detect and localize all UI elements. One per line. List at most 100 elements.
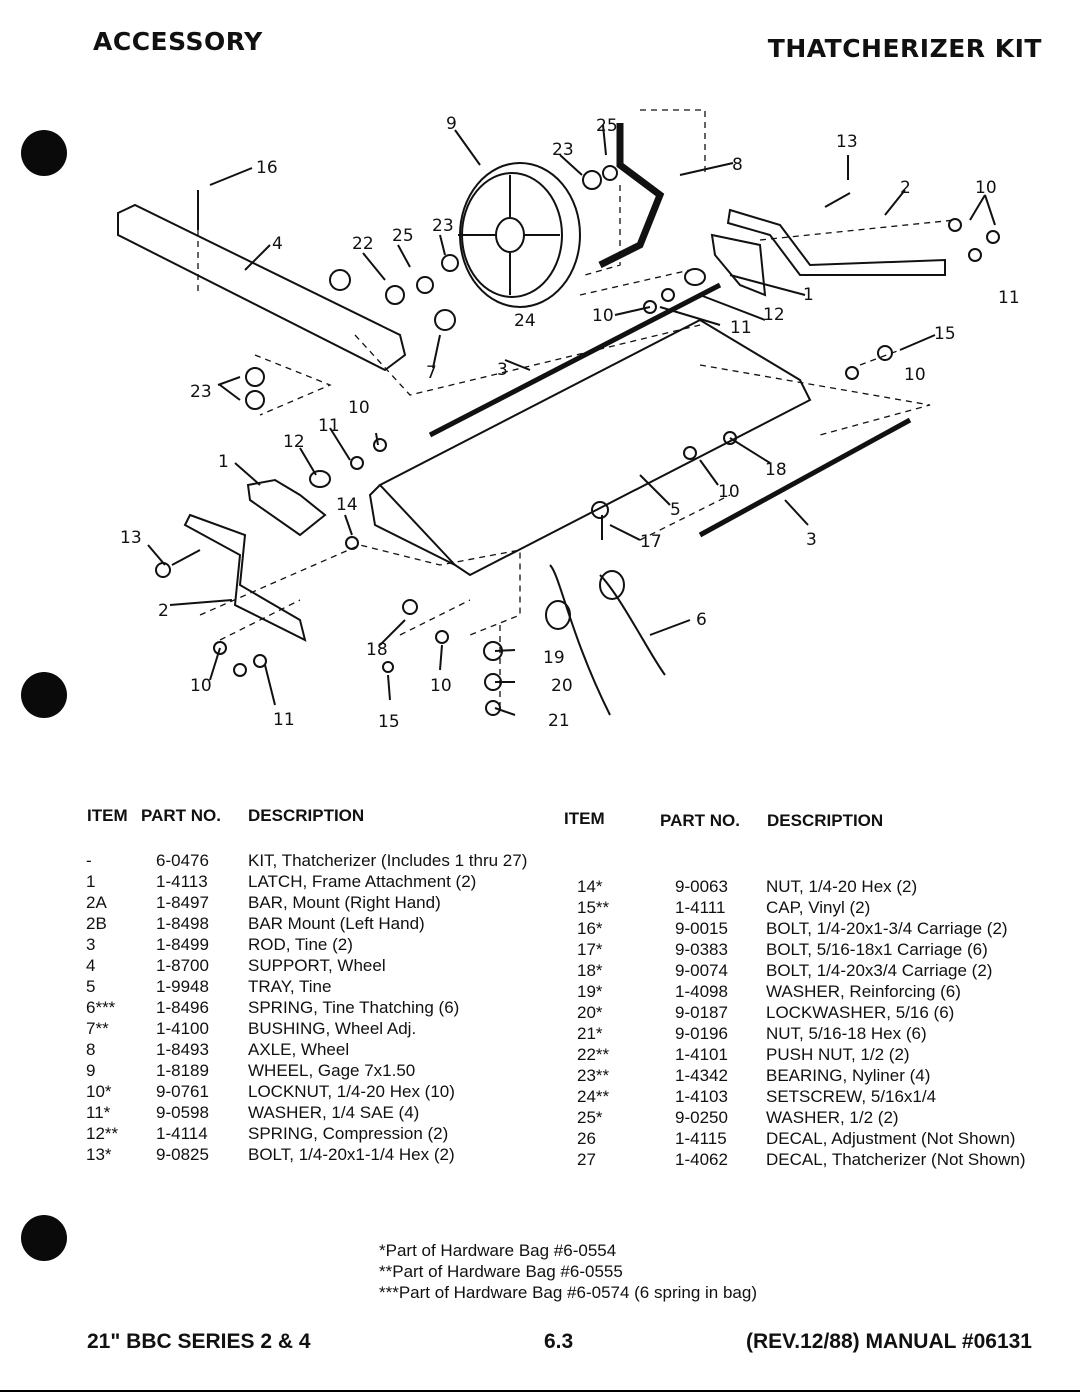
header-right-title: THATCHERIZER KIT [767,34,1042,63]
table-cell: 26 [577,1129,596,1148]
callout-label: 1 [218,452,229,472]
table-cell: 1-4098 [675,982,728,1001]
table-cell: BOLT, 1/4-20x1-3/4 Carriage (2) [766,919,1008,938]
table-header-part-no: PART NO. [141,806,221,825]
table-cell: AXLE, Wheel [248,1040,350,1059]
table-cell: 20* [577,1003,603,1022]
table-header-part-no-right: PART NO. [660,811,740,830]
table-cell: CAP, Vinyl (2) [766,898,871,917]
table-cell: 1-4115 [675,1129,727,1148]
table-cell: 1-4342 [675,1066,728,1085]
latch-left [246,478,327,537]
table-cell: 25* [577,1108,603,1127]
callout-label: 10 [904,365,926,385]
table-cell: 7** [86,1019,109,1038]
table-cell: SPRING, Tine Thatching (6) [248,998,460,1017]
table-cell: ROD, Tine (2) [248,935,353,954]
callout-label: 2 [158,601,169,621]
table-cell: WASHER, Reinforcing (6) [766,982,961,1001]
table-cell: 11* [86,1103,111,1122]
table-cell: 21* [577,1024,603,1043]
table-cell: 1-4062 [675,1150,728,1169]
callout-label: 21 [548,711,570,731]
tine-rod-left [428,282,722,438]
table-cell: 1-4114 [156,1124,208,1143]
callout-label: 15 [378,712,400,732]
table-cell: 1-4100 [156,1019,209,1038]
table-cell: 1-4103 [675,1087,728,1106]
axle-part [598,123,665,269]
table-cell: 17* [577,940,603,959]
table-cell: 24** [577,1087,610,1106]
table-cell: 5 [86,977,96,996]
latch-right [710,233,767,297]
table-cell: 10* [86,1082,112,1101]
callout-label: 23 [190,382,212,402]
table-cell: 1-8498 [156,914,209,933]
parts-table-left-descriptions: KIT, Thatcherizer (Includes 1 thru 27)LA… [248,850,527,1165]
table-cell: 1-4111 [675,898,726,917]
table-cell: 6*** [86,998,116,1017]
callout-label: 11 [730,318,752,338]
table-cell: 8 [86,1040,96,1059]
tine-rod-right [698,417,912,538]
callout-label: 18 [366,640,388,660]
compression-spring-right [684,268,706,286]
table-cell: SUPPORT, Wheel [248,956,386,975]
callout-label: 25 [392,226,414,246]
table-cell: 6-0476 [156,851,209,870]
table-cell: LATCH, Frame Attachment (2) [248,872,477,891]
table-cell: 9-0250 [675,1108,728,1127]
callout-label: 5 [670,500,681,520]
callout-label: 12 [763,305,785,325]
table-cell: 23** [577,1066,610,1085]
callout-label: 1 [803,285,814,305]
table-cell: 14* [577,877,603,896]
callout-label: 24 [514,311,536,331]
callout-label: 13 [836,132,858,152]
table-cell: 9-0015 [675,919,728,938]
table-cell: 1-8700 [156,956,209,975]
table-cell: 1-4113 [156,872,208,891]
table-cell: BEARING, Nyliner (4) [766,1066,931,1085]
mount-bar-left [183,513,307,642]
note-line: **Part of Hardware Bag #6-0555 [379,1262,623,1281]
callout-label: 10 [718,482,740,502]
table-cell: 1-8499 [156,935,209,954]
table-cell: 9-0598 [156,1103,209,1122]
callout-label: 15 [934,324,956,344]
callout-label: 11 [318,416,340,436]
callout-label: 20 [551,676,573,696]
table-header-item-right: ITEM [564,809,605,828]
callout-label: 9 [446,114,457,134]
table-cell: 9-0074 [675,961,728,980]
table-header-description: DESCRIPTION [248,806,365,825]
table-cell: TRAY, Tine [248,977,332,996]
table-header-item: ITEM [87,806,128,825]
callout-label: 14 [336,495,358,515]
table-cell: 9-0825 [156,1145,209,1164]
footer-manual: (REV.12/88) MANUAL #06131 [746,1330,1032,1353]
table-cell: 12** [86,1124,119,1143]
callout-label: 10 [348,398,370,418]
table-cell: 1-8497 [156,893,209,912]
table-cell: 15** [577,898,610,917]
mount-bar-right [726,208,946,276]
table-cell: 3 [86,935,96,954]
note-line: ***Part of Hardware Bag #6-0574 (6 sprin… [379,1283,757,1302]
callout-label: 2 [900,178,911,198]
table-cell: 9-0761 [156,1082,209,1101]
table-cell: 9-0383 [675,940,728,959]
binder-hole-top [21,130,67,176]
table-cell: 22** [577,1045,610,1064]
footer-page-number: 6.3 [544,1330,574,1353]
table-cell: WHEEL, Gage 7x1.50 [248,1061,416,1080]
parts-table-left-parts: 6-0476 1-4113 1-8497 1-8498 1-8499 1-8700 1… [156,850,209,1165]
wheel-part [458,162,581,308]
table-cell: BOLT, 1/4-20x3/4 Carriage (2) [766,961,993,980]
parts-table-right-parts: 9-0063 1-4111 9-0015 9-0383 9-0074 1-4098 9… [675,876,728,1170]
callout-numbers: 9 25 23 8 13 16 2 10 22 25 23 4 1 11 12 … [120,114,1020,732]
callout-label: 22 [352,234,374,254]
hardware-bag-notes: *Part of Hardware Bag #6-0554 **Part of … [379,1240,757,1303]
table-cell: 9-0063 [675,877,728,896]
